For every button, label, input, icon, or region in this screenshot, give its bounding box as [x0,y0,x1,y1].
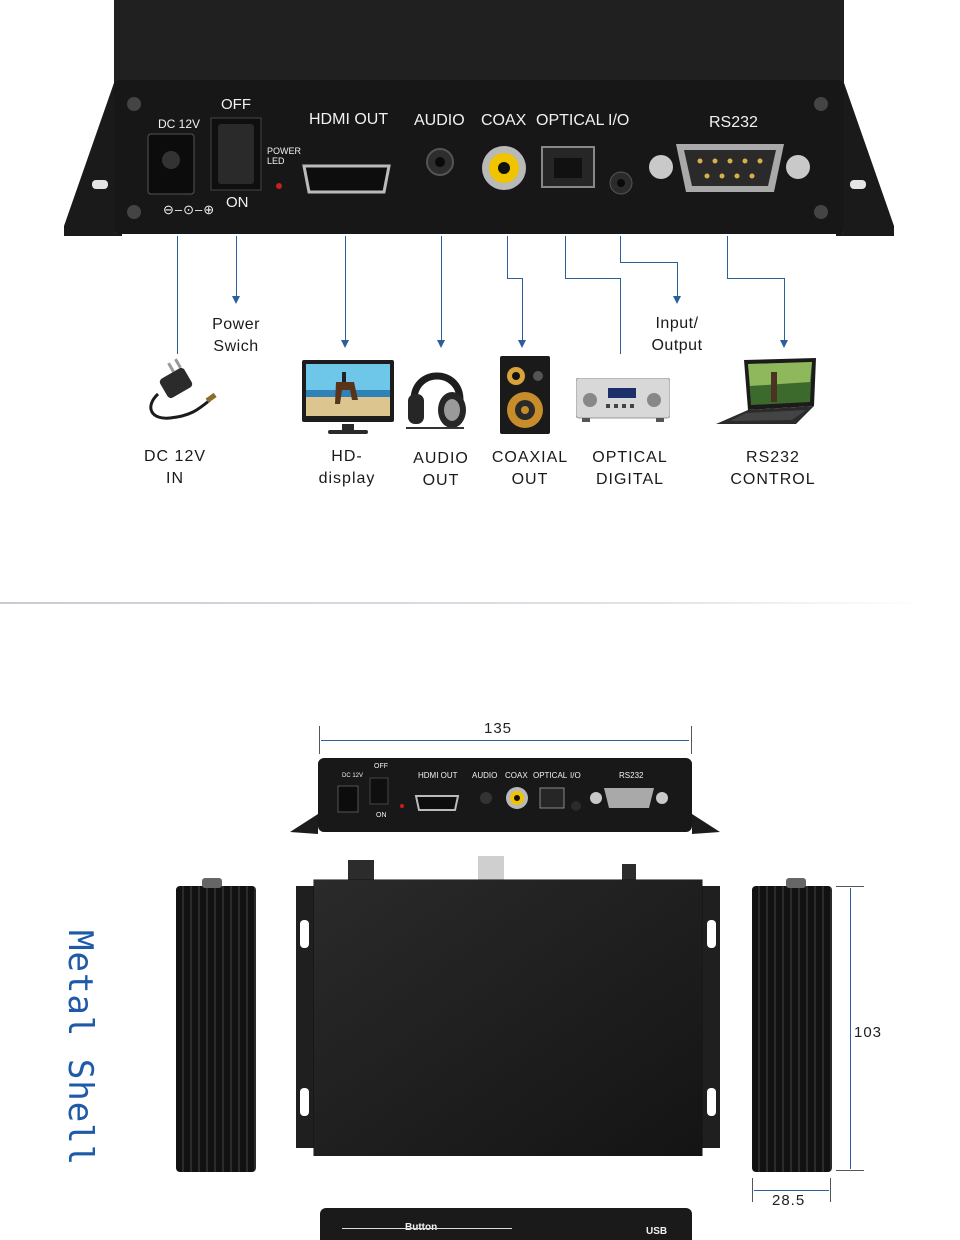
headphones-icon [404,358,470,434]
height-dim-line [850,888,851,1169]
optical-label: OPTICAL [536,112,605,129]
off-label: OFF [221,96,251,113]
device-rear-panel: DC 12V OFF ON POWER LED HDMI OUT AUDIO C… [64,0,894,236]
side-title: Metal Shell [40,930,120,1166]
small-on-label: ON [376,812,387,819]
dc-in-label: DC 12V IN [143,448,207,487]
small-hdmi-label: HDMI OUT [418,771,458,780]
polarity-symbol: ⊖–⊙–⊕ [163,202,216,217]
io-label: I/O [608,112,630,129]
width-dimension: 135 [484,720,513,737]
side-profile-left-connector [202,878,222,888]
small-optical-label: OPTICAL [533,771,568,780]
optical-digital-label: OPTICAL DIGITAL [592,449,668,488]
laptop-icon [716,358,820,426]
coax-label: COAX [481,112,527,129]
speaker-icon [500,356,550,436]
hdmi-out-label: HDMI OUT [309,111,389,128]
small-off-label: OFF [374,763,388,770]
side-profile-right [752,886,832,1172]
small-coax-label: COAX [505,771,528,780]
metal-shell-title: Metal Shell [60,930,100,1167]
side-profile-right-connector [786,878,806,888]
height-dim-tick-top [836,886,864,887]
width-dim-tick-right [691,726,692,754]
hd-display-label: HD- display [318,448,376,487]
small-io-label: I/O [570,771,581,780]
power-switch-label: Power Swich [212,316,260,355]
side-profile-left [176,886,256,1172]
small-rs232-label: RS232 [619,771,644,780]
depth-dim-tick-right [830,1178,831,1202]
power-adapter-icon [140,358,220,428]
height-dim-tick-bottom [836,1170,864,1171]
small-rear-panel: DC 12V OFF ON HDMI OUT AUDIO COAX OPTICA… [290,756,720,834]
section-divider [0,602,930,604]
on-label: ON [226,194,249,211]
width-dim-line [321,740,689,741]
height-dimension: 103 [854,1024,883,1041]
coaxial-out-label: COAXIAL OUT [491,449,569,488]
input-output-label: Input/ Output [651,315,703,354]
depth-dim-tick-left [752,1178,753,1202]
device-top-view [296,856,720,1157]
small-dc-label: DC 12V [342,773,364,779]
small-audio-label: AUDIO [472,771,498,780]
front-panel-partial: Button USB [320,1208,692,1240]
audio-label: AUDIO [414,112,465,129]
amplifier-icon [575,377,671,422]
audio-out-label: AUDIO OUT [413,450,469,489]
width-dim-tick-left [319,726,320,754]
usb-label: USB [646,1226,668,1237]
rs232-control-label: RS232 CONTROL [730,449,816,488]
rs232-label: RS232 [709,114,758,131]
depth-dimension: 28.5 [772,1192,806,1209]
power-led-label: POWER LED [267,146,302,166]
dc-label: DC 12V [158,117,201,131]
button-label: Button [405,1222,437,1233]
depth-dim-line [754,1190,829,1191]
monitor-icon [302,360,394,436]
